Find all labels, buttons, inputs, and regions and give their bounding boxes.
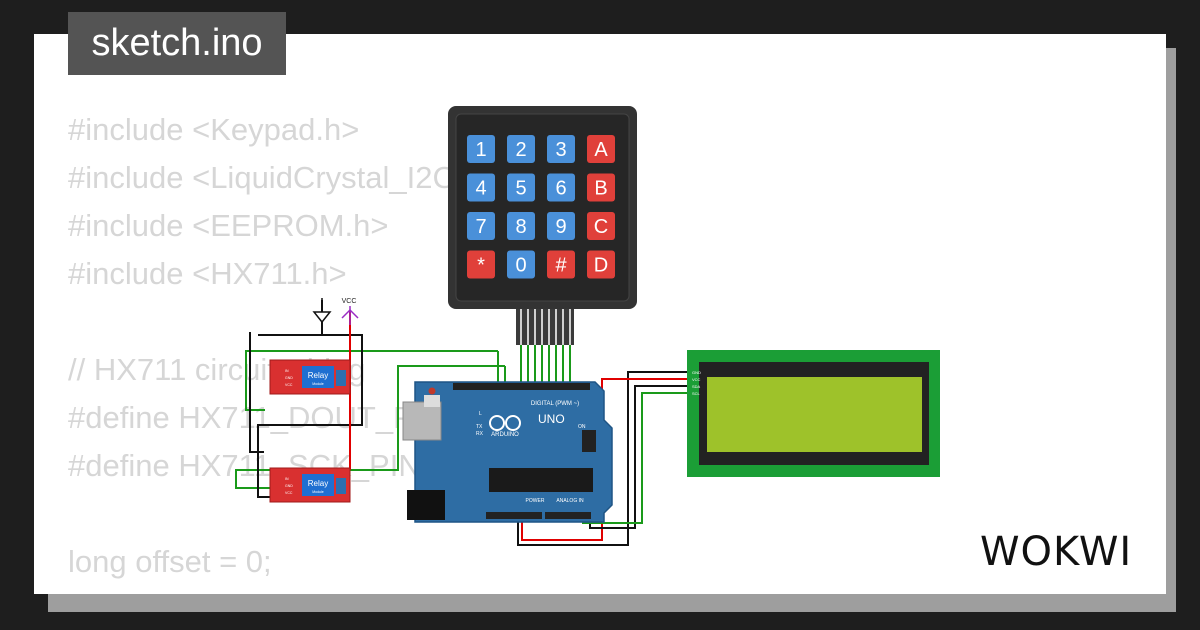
keypad-key (587, 250, 615, 279)
microcontroller-chip (489, 468, 593, 492)
code-line: long offset = 0; (68, 544, 272, 579)
keypad-key (467, 135, 495, 163)
reset-button-base (424, 395, 440, 407)
relay-2-terminal (336, 478, 346, 494)
keypad-key (547, 173, 575, 202)
code-line: float scale = 0; (68, 586, 499, 594)
relay-module-2: Relay Module IN GND VCC (269, 467, 351, 503)
keypad-key-label: 4 (475, 178, 486, 200)
relay-1-label: Relay (308, 371, 328, 380)
wire-lcd-vcc (521, 378, 690, 541)
svg-text:SDA: SDA (692, 384, 701, 389)
keypad-key (587, 135, 615, 163)
relay-1-terminal (336, 370, 346, 386)
relay-1-sublabel: Module (312, 382, 324, 386)
svg-text:GND: GND (692, 370, 701, 375)
code-line: #include <EEPROM.h> (68, 208, 389, 243)
keypad-key-label: B (594, 178, 607, 200)
icsp-header (582, 430, 596, 452)
keypad-key (547, 212, 575, 240)
arduino-model: UNO (538, 412, 565, 426)
relay-1-block (302, 366, 334, 388)
wire-relay1-in (245, 350, 498, 411)
svg-text:IN: IN (285, 369, 289, 373)
keypad-key (507, 135, 535, 163)
rx-label: RX (476, 431, 484, 437)
keypad-key (587, 173, 615, 202)
keypad-key (547, 250, 575, 279)
arduino-uno: DIGITAL (PWM ~) ARDUINO UNO ON TX RX L P… (402, 381, 613, 523)
wire-lcd-gnd (517, 371, 690, 546)
keypad-key-label: D (594, 255, 608, 277)
code-line: #include <LiquidCrystal_I2C.h> (68, 160, 499, 195)
keypad-key-label: * (477, 255, 485, 277)
arduino-brand: ARDUINO (491, 432, 519, 438)
svg-text:VCC: VCC (285, 491, 293, 495)
keypad-key (507, 173, 535, 202)
code-line: #include <HX711.h> (68, 256, 347, 291)
keypad-connector (516, 309, 574, 345)
wokwi-logo: WOKWI (980, 530, 1132, 575)
code-line: #define HX711_SCK_PIN 3 (68, 448, 447, 483)
l-label: L (479, 411, 482, 417)
relay-2-sublabel: Module (312, 490, 324, 494)
svg-text:GND: GND (285, 484, 293, 488)
keypad-key (587, 212, 615, 240)
svg-text:IN: IN (285, 477, 289, 481)
keypad-key-label: C (594, 216, 608, 238)
lcd-screen (707, 377, 922, 452)
keypad-key-label: 0 (515, 255, 526, 277)
membrane-keypad: 1 2 3 A 4 5 6 B 7 8 9 C * 0 # D (448, 106, 637, 345)
keypad-key-label: 3 (555, 139, 566, 161)
digital-header (453, 383, 590, 390)
keypad-key-label: 2 (515, 139, 526, 161)
usb-port (402, 401, 442, 441)
keypad-key-label: 8 (515, 216, 526, 238)
keypad-keys: 1 2 3 A 4 5 6 B 7 8 9 C * 0 # D (467, 135, 615, 279)
vcc-label: VCC (342, 298, 357, 305)
keypad-key (467, 173, 495, 202)
relay-module-1: Relay Module IN GND VCC (269, 359, 351, 395)
svg-text:GND: GND (285, 376, 293, 380)
code-background: #include <Keypad.h> #include <LiquidCryst… (68, 106, 499, 594)
keypad-key-label: 9 (555, 216, 566, 238)
power-header (486, 512, 542, 519)
svg-text:VCC: VCC (285, 383, 293, 387)
relay-2-label: Relay (308, 479, 328, 488)
wire-gnd-relays (257, 334, 363, 498)
lcd-display: GND VCC SDA SCL (687, 350, 940, 477)
code-line: #include <Keypad.h> (68, 112, 360, 147)
keypad-key (507, 212, 535, 240)
analog-header (545, 512, 591, 519)
keypad-key (507, 250, 535, 279)
vcc-symbol: VCC (341, 298, 359, 325)
keypad-key-label: # (555, 255, 567, 277)
digital-label: DIGITAL (PWM ~) (531, 401, 579, 407)
keypad-ribbon-wires (520, 345, 571, 390)
reset-button (428, 387, 436, 395)
svg-text:SCL: SCL (692, 391, 701, 396)
svg-text:VCC: VCC (692, 377, 701, 382)
ground-symbol (312, 298, 332, 324)
file-title: sketch.ino (68, 12, 286, 75)
wire-relay-gnd-loop (249, 332, 264, 453)
keypad-key-label: 5 (515, 178, 526, 200)
relay-2-block (302, 474, 334, 496)
keypad-key-label: 1 (475, 139, 486, 161)
keypad-key-label: 6 (555, 178, 566, 200)
tx-label: TX (476, 424, 483, 430)
keypad-key-label: A (594, 139, 608, 161)
wokwi-logo-text: WOKWI (980, 530, 1132, 575)
on-label: ON (578, 424, 586, 430)
keypad-key (467, 212, 495, 240)
keypad-key (547, 135, 575, 163)
power-jack (407, 490, 445, 520)
analog-label: ANALOG IN (556, 498, 584, 504)
keypad-key (467, 250, 495, 279)
power-label: POWER (526, 498, 545, 504)
keypad-key-label: 7 (475, 216, 486, 238)
